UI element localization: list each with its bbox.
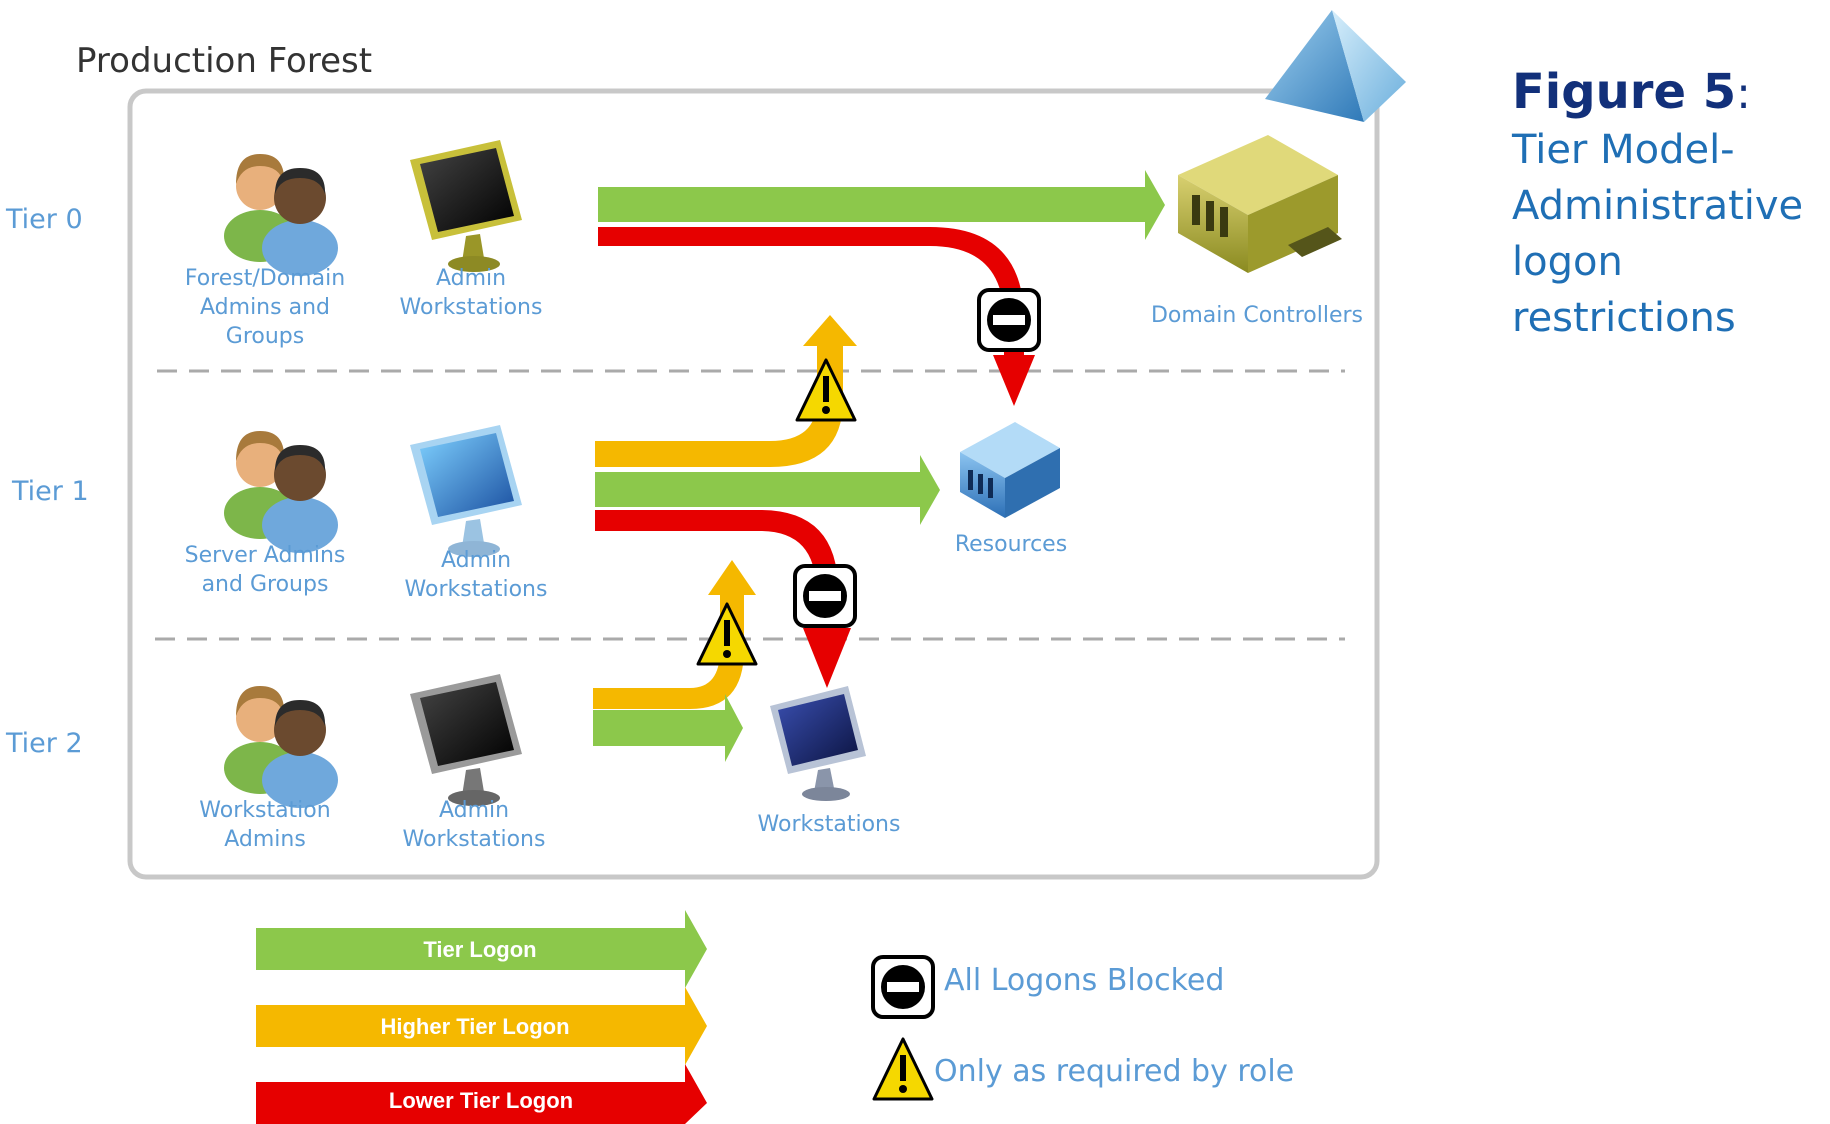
legend-lower-tier-swatch [256,1064,707,1124]
label-resources: Resources [955,532,1067,557]
label-t1-admins-1: Server Admins [185,543,346,568]
tier1-lower-tier-arrow [595,510,851,688]
tier0-tier-logon-arrow [598,170,1165,240]
users-icon-tier2 [224,686,338,808]
label-t0-admins-3: Groups [226,324,304,349]
legend-lower-tier-label: Lower Tier Logon [389,1088,573,1113]
tier1-higher-tier-arrow [595,315,857,467]
tier0-lower-tier-arrow [598,227,1035,406]
figure-caption: Figure 5: Tier Model- Administrative log… [1512,62,1830,346]
label-t2-admins-2: Admins [224,827,306,852]
label-t2-admins-1: Workstation [199,798,330,823]
figure-heading-line: Figure 5: [1512,62,1830,122]
tier-label-1: Tier 1 [11,476,89,507]
resources-server-icon [960,422,1060,518]
warning-sign-tier0 [795,358,857,422]
label-domain-controllers: Domain Controllers [1151,303,1363,328]
legend-warning-icon [872,1037,934,1101]
label-t2-ws-2: Workstations [403,827,546,852]
label-t0-ws-1: Admin [436,266,506,291]
label-t1-ws-2: Workstations [405,577,548,602]
legend-blocked-icon [871,955,935,1019]
blocked-sign-tier0 [977,288,1041,352]
legend-tier-logon-swatch [256,910,707,988]
label-t0-ws-2: Workstations [400,295,543,320]
forest-title: Production Forest [76,41,372,81]
figure-caption-line-2: Administrative [1512,183,1804,229]
legend: Tier Logon Higher Tier Logon Lower Tier … [256,910,1294,1124]
label-t0-admins-1: Forest/Domain [185,266,345,291]
legend-warning-label: Only as required by role [934,1054,1294,1089]
legend-blocked-label: All Logons Blocked [944,963,1224,998]
label-t1-admins-2: and Groups [202,572,329,597]
users-icon-tier1 [224,431,338,553]
tier1-tier-logon-arrow [595,455,940,525]
monitor-icon-tier0 [410,140,522,272]
legend-higher-tier-swatch [256,987,707,1065]
tier-label-0: Tier 0 [5,204,83,235]
label-t2-ws-1: Admin [439,798,509,823]
blocked-sign-tier1 [793,564,857,628]
users-icon-tier0 [224,154,338,276]
figure-colon: : [1736,68,1751,119]
label-t1-ws-1: Admin [441,548,511,573]
domain-controllers-icon [1178,135,1342,273]
figure-caption-line-1: Tier Model- [1512,127,1735,173]
monitor-icon-tier2 [410,674,522,806]
legend-tier-logon-label: Tier Logon [423,937,536,962]
warning-sign-tier1 [696,602,758,666]
label-t0-admins-2: Admins and [200,295,330,320]
figure-number: Figure 5 [1512,64,1737,120]
label-workstations: Workstations [758,812,901,837]
monitor-icon-tier1 [410,425,522,557]
tier-label-2: Tier 2 [5,728,83,759]
figure-caption-line-3: logon restrictions [1512,239,1736,341]
tier2-tier-logon-arrow [593,694,743,762]
legend-higher-tier-label: Higher Tier Logon [380,1014,569,1039]
pyramid-icon [1265,10,1406,122]
workstations-monitor-icon [770,686,866,801]
